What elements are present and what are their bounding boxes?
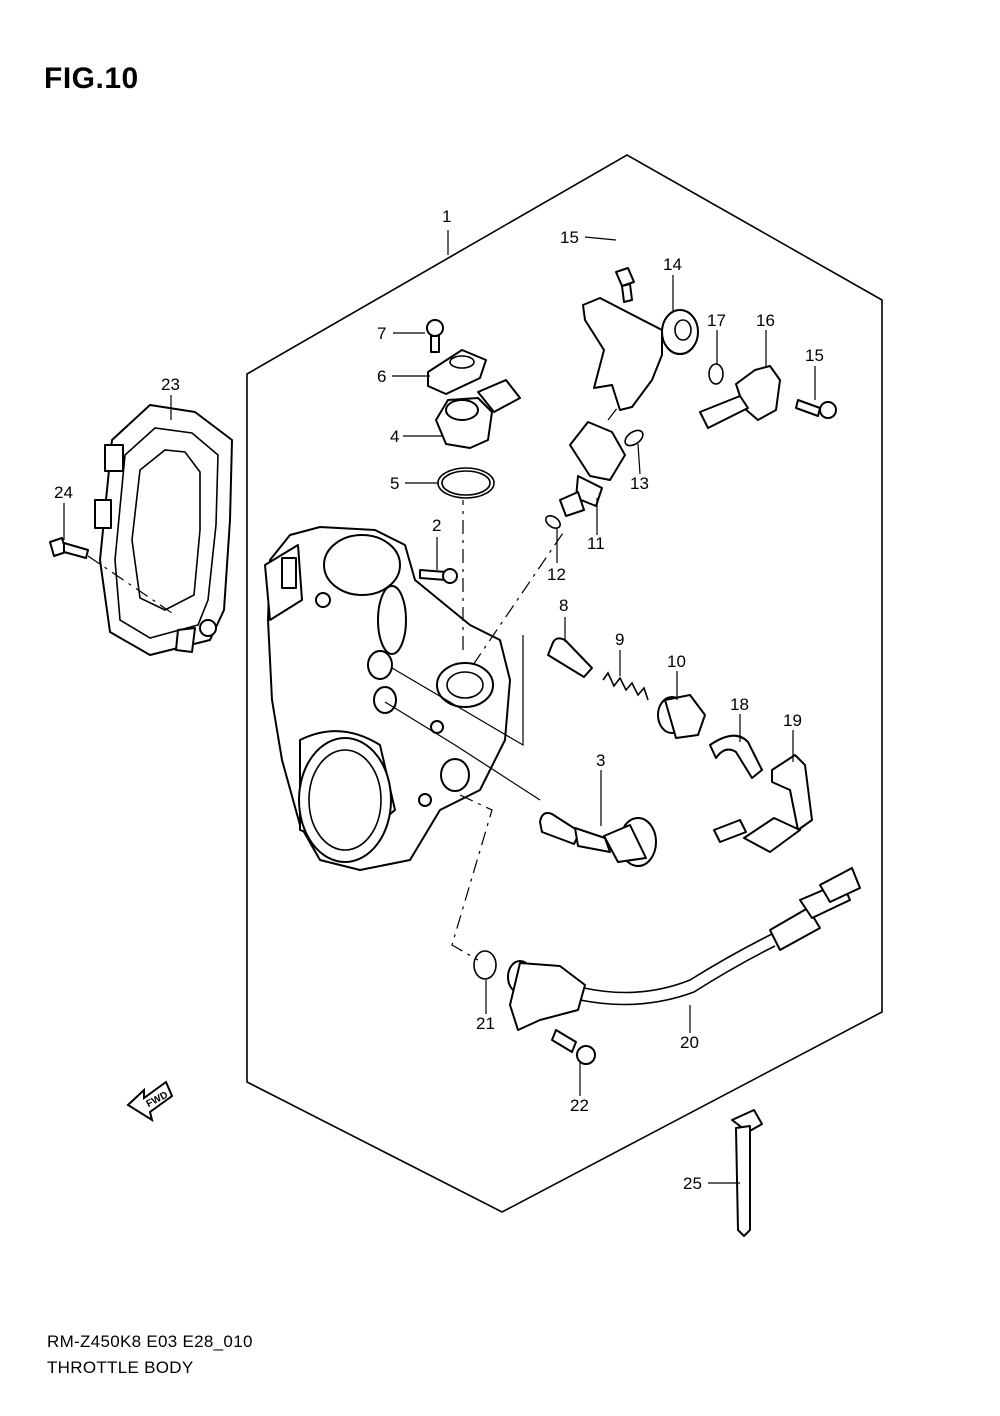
part-7-screw <box>426 319 444 353</box>
callout-25: 25 <box>683 1174 702 1193</box>
figure-label: FIG.10 <box>44 62 139 95</box>
callout-15-right: 15 <box>805 346 824 365</box>
fwd-direction-arrow: FWD <box>126 1080 174 1123</box>
callout-18: 18 <box>730 695 749 714</box>
part-9-spring <box>602 671 649 701</box>
callout-12: 12 <box>547 565 566 584</box>
part-5-o-ring <box>437 467 495 499</box>
callout-16: 16 <box>756 311 775 330</box>
part-4-sensor <box>435 379 521 449</box>
part-10-cap <box>657 694 706 739</box>
part-11-injector <box>559 421 626 517</box>
callout-22: 22 <box>570 1096 589 1115</box>
part-25-cable-tie <box>731 1109 763 1237</box>
callout-10: 10 <box>667 652 686 671</box>
assembly-outline <box>246 154 883 1213</box>
part-8-plunger <box>547 637 593 678</box>
callout-24: 24 <box>54 483 73 502</box>
callout-9: 9 <box>615 630 624 649</box>
part-24-screw <box>49 537 176 616</box>
callout-1: 1 <box>442 207 451 226</box>
callout-21: 21 <box>476 1014 495 1033</box>
part-13-o-ring <box>624 429 644 447</box>
callout-19: 19 <box>783 711 802 730</box>
callout-15-top: 15 <box>560 228 579 247</box>
part-18-hose <box>709 734 763 843</box>
part-20-sensor-harness <box>507 867 861 1031</box>
callout-8: 8 <box>559 596 568 615</box>
model-code: RM-Z450K8 E03 E28_010 <box>47 1332 253 1351</box>
callout-4: 4 <box>390 427 399 446</box>
part-3-adjuster <box>539 812 657 867</box>
callout-23: 23 <box>161 375 180 394</box>
part-17-o-ring <box>708 363 724 385</box>
part-12-o-ring <box>545 515 561 529</box>
callout-leaders <box>63 230 816 1184</box>
callout-numbers: 1 2 3 4 5 6 7 8 9 10 11 12 13 14 15 15 1… <box>54 207 824 1193</box>
callout-11: 11 <box>587 534 605 553</box>
part-21-o-ring <box>473 950 497 980</box>
throttle-body <box>264 526 511 871</box>
part-15-bolt-top <box>615 267 635 303</box>
callout-2: 2 <box>432 516 441 535</box>
callout-13: 13 <box>630 474 649 493</box>
callout-7: 7 <box>377 324 386 343</box>
part-19-elbow <box>743 754 813 853</box>
callout-6: 6 <box>377 367 386 386</box>
part-15-bolt-right <box>795 399 837 419</box>
part-14-bracket <box>582 297 699 411</box>
diagram-title: THROTTLE BODY <box>47 1358 194 1377</box>
callout-14: 14 <box>663 255 682 274</box>
callout-17: 17 <box>707 311 726 330</box>
part-23-cover <box>94 404 233 656</box>
part-2-screw <box>419 568 458 584</box>
part-22-screw <box>551 1029 596 1065</box>
callout-20: 20 <box>680 1033 699 1052</box>
part-16-fitting <box>699 365 781 429</box>
callout-5: 5 <box>390 474 399 493</box>
callout-3: 3 <box>596 751 605 770</box>
part-6-clamp <box>427 349 487 395</box>
